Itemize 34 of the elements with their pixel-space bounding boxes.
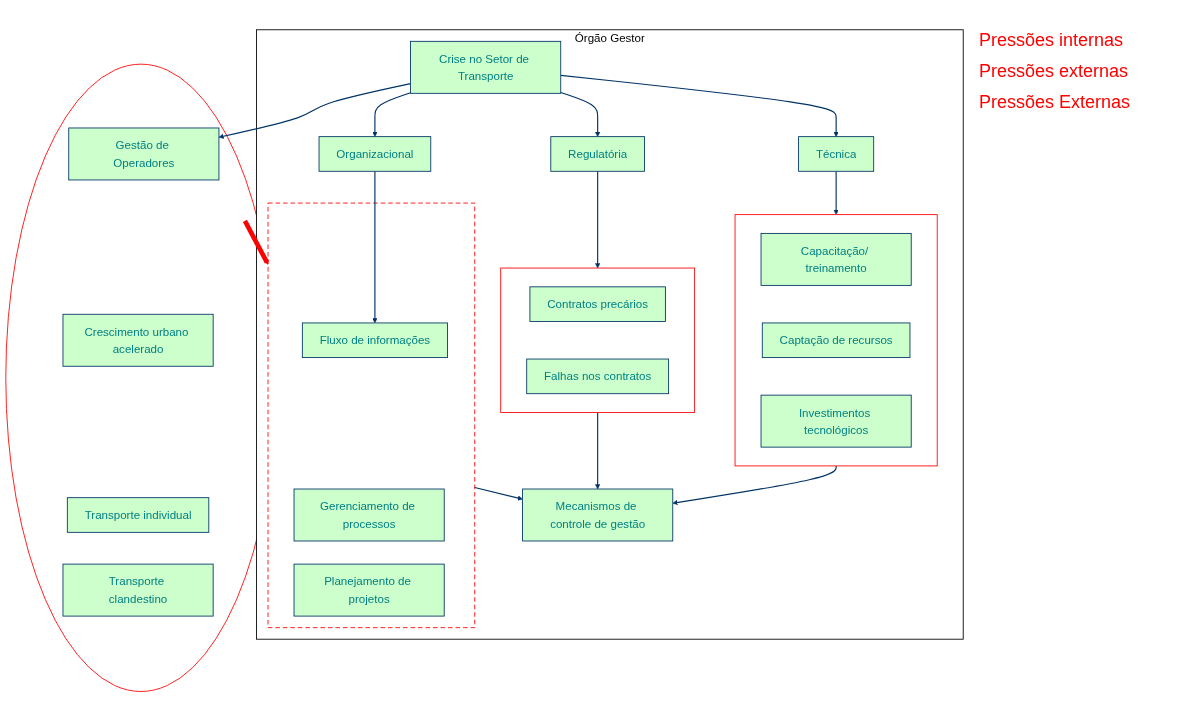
node-box: Crescimento urbano acelerado [62, 314, 214, 368]
node-box: Planejamento de projetos [293, 564, 445, 617]
node-box: Contratos precários [529, 286, 666, 323]
node-box: Regulatória [550, 136, 645, 173]
cluster [500, 268, 696, 414]
arrow [595, 412, 601, 490]
note-text: Pressões internas [979, 30, 1125, 51]
node-box: Mecanismos de controle de gestão [522, 488, 674, 542]
node-box: Técnica [798, 136, 875, 173]
node-box: Gerenciamento de processos [293, 488, 445, 542]
arrow [560, 92, 601, 138]
cluster [267, 203, 476, 629]
arrow [474, 487, 523, 501]
node-box: Gestão de Operadores [68, 127, 220, 181]
node-box: Falhas nos contratos [526, 358, 670, 395]
cluster [734, 214, 938, 467]
arrow [595, 171, 601, 269]
arrow [560, 75, 839, 138]
node-box: Organizacional [318, 136, 432, 173]
arrow [833, 171, 839, 216]
node-box: Transporte individual [66, 497, 210, 534]
node-box: Transporte clandestino [62, 564, 214, 617]
node-box: Fluxo de informações [301, 322, 448, 359]
node-box: Captação de recursos [761, 322, 911, 359]
arrow [242, 220, 269, 266]
node-box: Capacitação/ treinamento [760, 233, 912, 287]
node-box: Crise no Setor de Transporte [410, 41, 562, 95]
node-box: Investimentos tecnológicos [760, 395, 912, 448]
arrow [218, 83, 412, 140]
arrow [372, 92, 412, 138]
arrow [672, 465, 837, 506]
note-text: Pressões externas [979, 61, 1130, 82]
note-text: Pressões Externas [979, 92, 1132, 113]
arrow [372, 171, 378, 324]
